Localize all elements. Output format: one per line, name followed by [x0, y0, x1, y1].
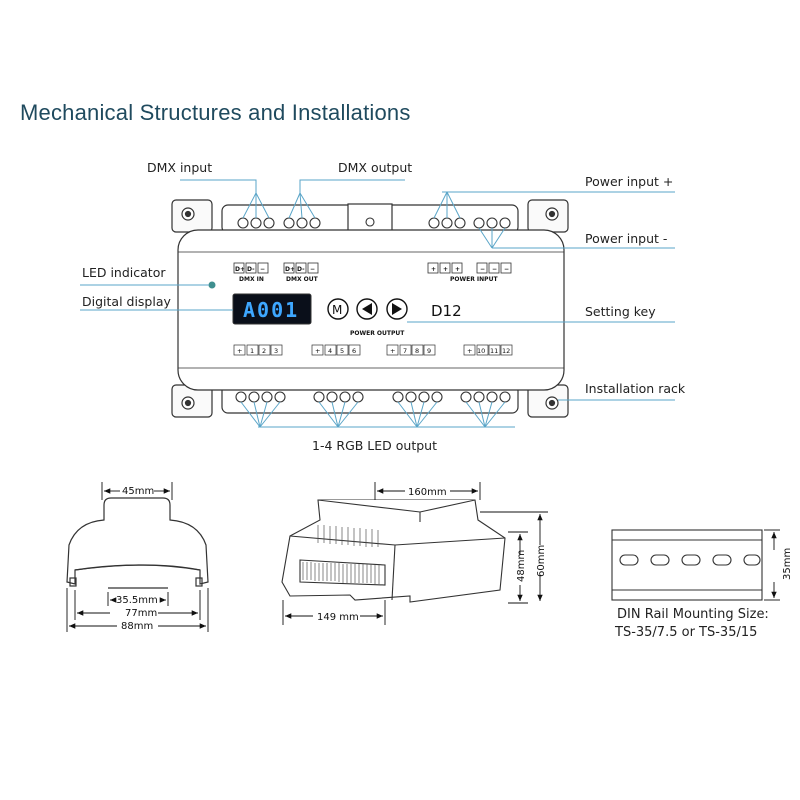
dim-side-total: 88mm [121, 621, 153, 632]
power-output-pins [233, 344, 513, 356]
left-arrow-icon [362, 303, 372, 315]
callout-digital-display: Digital display [82, 294, 172, 309]
setting-key-left[interactable] [356, 298, 378, 320]
dmx-out-label: DMX OUT [286, 276, 319, 283]
power-minus-3: − [504, 266, 509, 273]
power-minus-1: − [480, 266, 485, 273]
installation-rack-holes [181, 207, 559, 410]
top-screw-terminals [237, 217, 511, 229]
callout-dmx-output: DMX output [338, 160, 412, 175]
din-rail-dimension [764, 529, 780, 601]
digital-display: A001 [232, 293, 312, 325]
power-minus-2: − [492, 266, 497, 273]
right-arrow-icon [392, 303, 402, 315]
ch-4: 4 [328, 347, 332, 355]
ch-12: 12 [502, 347, 510, 355]
din-rail-drawing [611, 529, 763, 601]
ch-8: 8 [415, 347, 419, 355]
dim-side-mid: 77mm [125, 608, 157, 619]
dmx-in-label: DMX IN [239, 276, 264, 283]
dmx-out-pin-3: − [310, 266, 315, 273]
power-plus-2: + [443, 266, 448, 273]
din-rail-note-line2: TS-35/7.5 or TS-35/15 [614, 625, 757, 640]
ch-1: 1 [250, 347, 254, 355]
callout-installation-rack: Installation rack [585, 381, 686, 396]
callout-dmx-input: DMX input [147, 160, 212, 175]
callout-setting-key: Setting key [585, 304, 656, 319]
ch-6: 6 [352, 347, 356, 355]
dmx-out-pin-2: D- [297, 266, 305, 273]
dmx-in-pin-3: − [260, 266, 265, 273]
ch-2: 2 [262, 347, 266, 355]
din-rail-note-line1: DIN Rail Mounting Size: [617, 607, 769, 622]
setting-key-m[interactable]: M [327, 298, 349, 320]
power-plus-1: + [431, 266, 436, 273]
m-key-label: M [332, 303, 342, 317]
power-input-pins: + + + − − − POWER INPUT [427, 262, 512, 283]
ch-3: 3 [274, 347, 278, 355]
group-1-common: + [237, 347, 242, 355]
side-profile-dimensions [66, 482, 209, 632]
dmx-in-pin-1: D+ [235, 266, 245, 273]
callout-power-input-minus: Power input - [585, 231, 667, 246]
dim-perspective-length: 160mm [408, 487, 447, 498]
ch-5: 5 [340, 347, 344, 355]
power-output-labels: + 1 2 3 + 4 5 6 + 7 8 9 + 10 11 12 [237, 347, 510, 355]
callout-led-indicator: LED indicator [82, 265, 166, 280]
group-2-common: + [315, 347, 320, 355]
dim-side-top: 45mm [122, 486, 154, 497]
dim-perspective-h2: 60mm [536, 545, 547, 577]
dmx-out-pins: D+ D- − DMX OUT [283, 262, 319, 283]
dmx-in-pins: D+ D- − DMX IN [233, 262, 269, 283]
ch-10: 10 [477, 347, 485, 355]
setting-key-right[interactable] [386, 298, 408, 320]
dim-side-inner: 35.5mm [116, 595, 158, 606]
group-3-common: + [390, 347, 395, 355]
dim-perspective-h1: 48mm [516, 550, 527, 582]
led-indicator-light [208, 281, 216, 289]
ch-11: 11 [490, 347, 498, 355]
power-input-label: POWER INPUT [450, 276, 498, 283]
display-readout: A001 [243, 298, 299, 322]
power-plus-3: + [455, 266, 460, 273]
model-label: D12 [431, 302, 462, 320]
perspective-dimensions [282, 482, 548, 625]
dmx-out-pin-1: D+ [285, 266, 295, 273]
page-title: Mechanical Structures and Installations [20, 100, 411, 125]
dmx-in-pin-2: D- [247, 266, 255, 273]
callout-lines [80, 179, 675, 428]
group-4-common: + [467, 347, 472, 355]
side-profile-drawing [66, 497, 209, 589]
perspective-drawing [281, 499, 506, 603]
ch-7: 7 [403, 347, 407, 355]
ch-9: 9 [427, 347, 431, 355]
dim-perspective-width: 149 mm [317, 612, 359, 623]
dim-rail-height: 35mm [782, 548, 793, 580]
callout-power-input-plus: Power input + [585, 174, 673, 189]
power-output-label: POWER OUTPUT [350, 330, 405, 337]
perspective-vents [302, 525, 380, 584]
callout-rgb-output: 1-4 RGB LED output [312, 438, 437, 453]
